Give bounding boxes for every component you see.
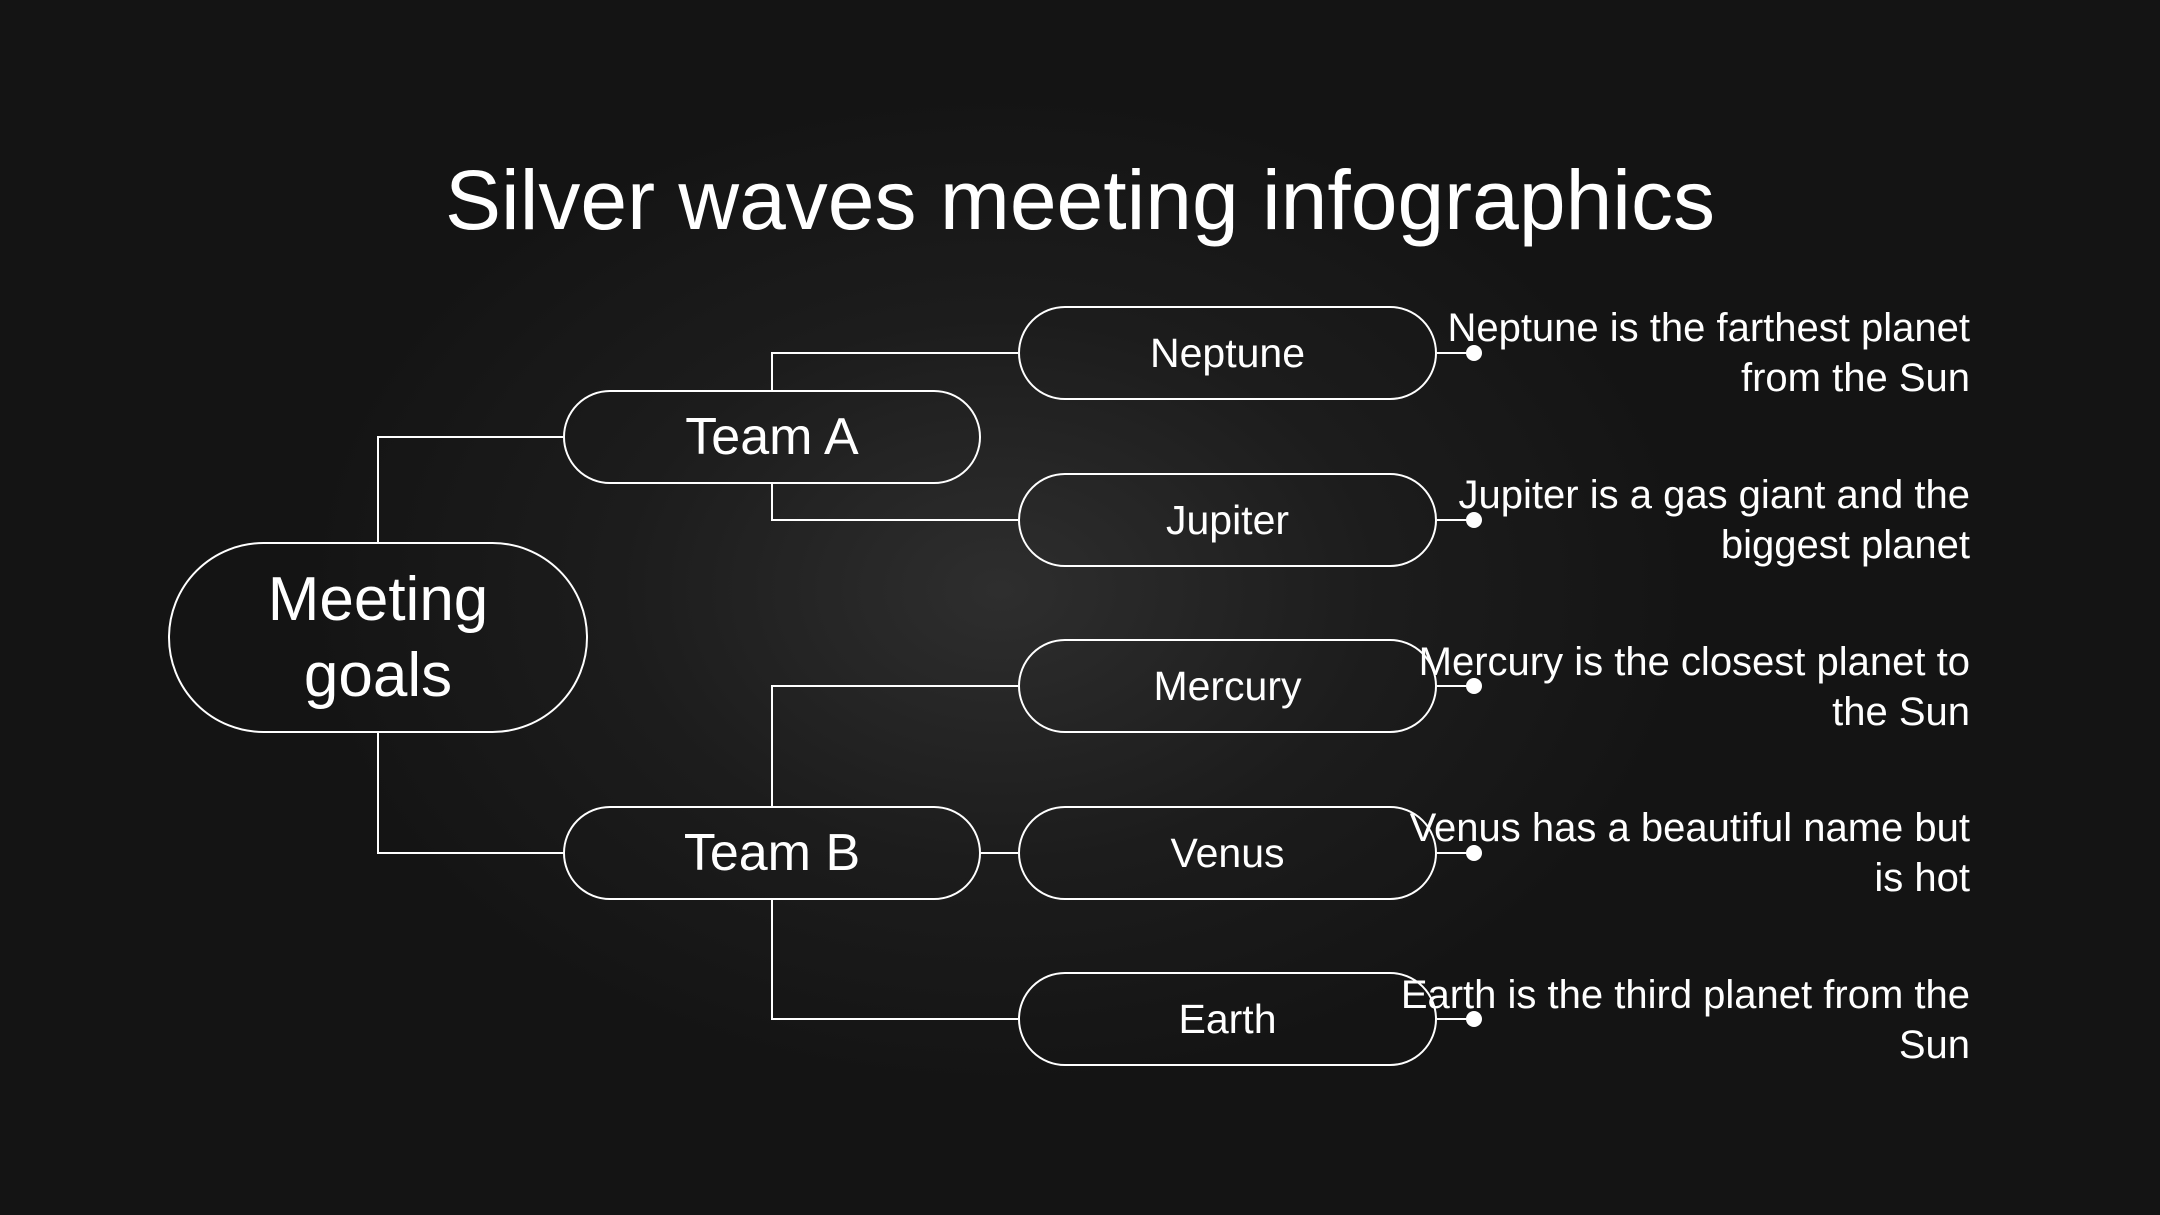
connector-team-a-jupiter bbox=[771, 484, 1018, 521]
leaf-node-neptune: Neptune bbox=[1018, 306, 1437, 400]
team-a-label: Team A bbox=[685, 408, 859, 466]
description-mercury: Mercury is the closest planet to the Sun bbox=[1418, 640, 1970, 734]
leaf-label-earth: Earth bbox=[1178, 995, 1277, 1042]
dot-earth bbox=[1466, 1011, 1482, 1027]
leaf-label-mercury: Mercury bbox=[1153, 662, 1302, 709]
description-earth: Earth is the third planet from the Sun bbox=[1400, 973, 1970, 1067]
root-node-label: Meeting goals bbox=[267, 564, 489, 710]
team-a-node: Team A bbox=[563, 390, 981, 484]
description-neptune: Neptune is the farthest planet from the … bbox=[1447, 306, 1970, 400]
dot-mercury bbox=[1466, 678, 1482, 694]
description-jupiter: Jupiter is a gas giant and the biggest p… bbox=[1458, 473, 1970, 567]
connector-root-team-b bbox=[377, 733, 563, 854]
team-b-node: Team B bbox=[563, 806, 981, 900]
dot-jupiter bbox=[1466, 512, 1482, 528]
leaf-node-venus: Venus bbox=[1018, 806, 1437, 900]
leaf-node-mercury: Mercury bbox=[1018, 639, 1437, 733]
leaf-node-jupiter: Jupiter bbox=[1018, 473, 1437, 567]
connector-team-a-neptune bbox=[771, 352, 1018, 390]
leaf-label-neptune: Neptune bbox=[1149, 329, 1305, 376]
root-node: Meeting goals bbox=[168, 542, 588, 733]
leaf-label-venus: Venus bbox=[1170, 829, 1285, 876]
team-b-label: Team B bbox=[683, 824, 861, 882]
slide-title: Silver waves meeting infographics bbox=[445, 153, 1715, 247]
leaf-label-jupiter: Jupiter bbox=[1165, 496, 1290, 543]
connector-root-team-a bbox=[377, 436, 563, 542]
description-venus: Venus has a beautiful name but is hot bbox=[1409, 806, 1970, 900]
connector-team-b-earth bbox=[771, 900, 1018, 1020]
leaf-node-earth: Earth bbox=[1018, 972, 1437, 1066]
dot-venus bbox=[1466, 845, 1482, 861]
dot-neptune bbox=[1466, 345, 1482, 361]
connector-team-b-mercury bbox=[771, 685, 1018, 806]
